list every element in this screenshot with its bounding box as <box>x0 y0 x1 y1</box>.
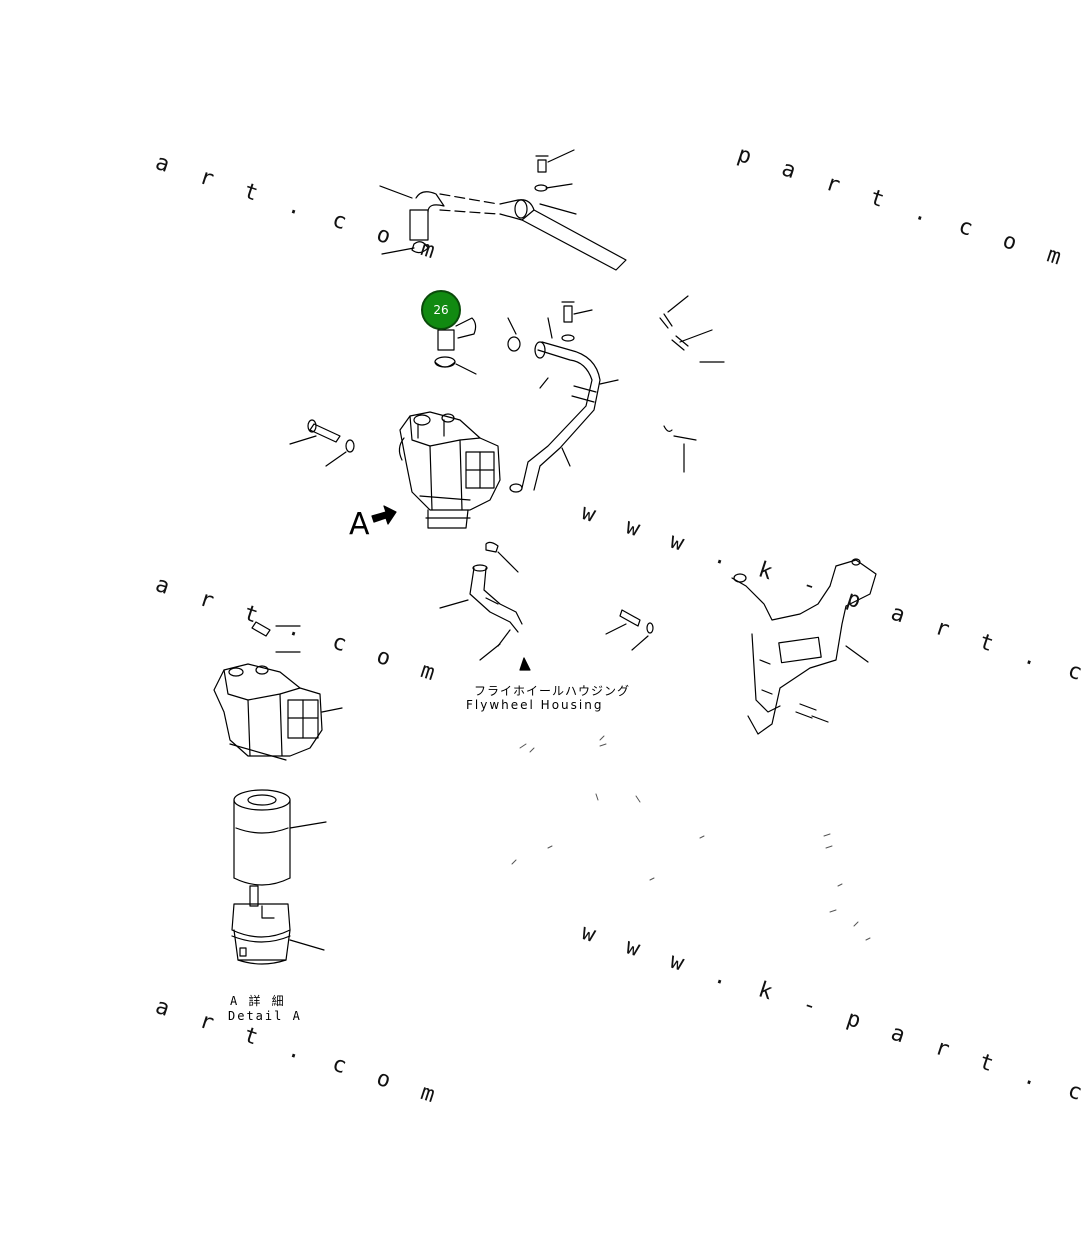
faint-marks <box>512 736 870 940</box>
mounting-bolt-left <box>290 420 354 466</box>
filter-bracket <box>732 559 876 734</box>
part-callout-26[interactable]: 26 <box>421 290 461 330</box>
detail-a-filter-element <box>234 790 326 885</box>
hose-elbow-fittings <box>435 318 552 374</box>
detail-a-label-jp: A 詳 細 <box>230 994 286 1008</box>
fuel-filter-head <box>399 412 500 528</box>
middle-hose-assembly <box>510 302 618 492</box>
top-hose-assembly <box>380 150 626 270</box>
lower-hose-assembly <box>440 542 530 670</box>
small-bolts-right <box>660 296 724 472</box>
flywheel-housing-label-jp: フライホイールハウジング <box>474 684 631 698</box>
flywheel-housing-label-en: Flywheel Housing <box>466 698 604 712</box>
detail-a-filter-head <box>214 622 342 760</box>
detail-a-label-en: Detail A <box>228 1009 302 1023</box>
view-a-label: A <box>349 507 370 542</box>
mounting-bolt-middle <box>606 610 653 650</box>
detail-a-filter-case <box>232 886 324 964</box>
view-a-arrow <box>372 506 396 524</box>
